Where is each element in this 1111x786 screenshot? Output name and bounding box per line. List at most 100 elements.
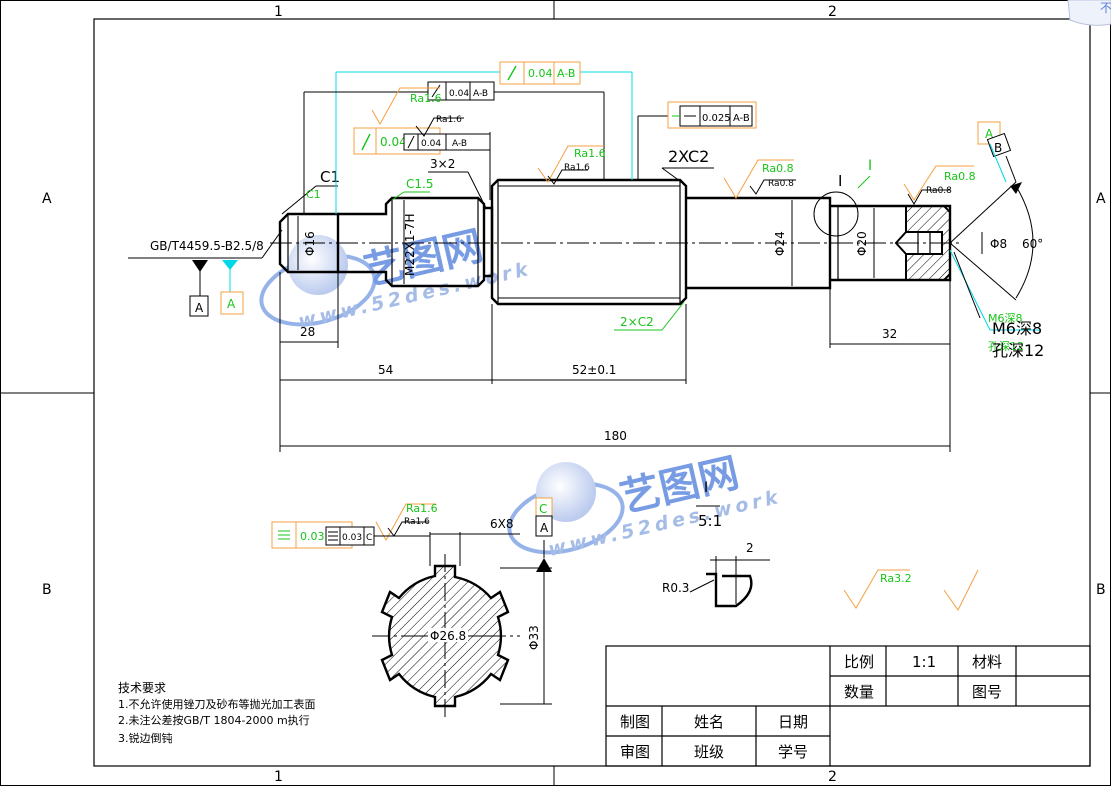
tb-date-label: 日期 — [778, 713, 808, 731]
runout-black-left-datum: A-B — [452, 139, 467, 149]
sym-black-value: 0.03 — [342, 533, 362, 543]
roughness-symbols — [371, 87, 979, 611]
section-dims — [429, 532, 552, 705]
ra08-right: Ra0.8 — [944, 170, 976, 183]
ra16-mid: Ra1.6 — [574, 147, 606, 160]
zone-row-a-right: A — [1096, 191, 1106, 207]
corner-mark: 不 — [1100, 1, 1111, 15]
zone-row-a-left: A — [42, 191, 52, 207]
tb-scale-value: 1:1 — [912, 653, 936, 671]
runout-black-top-datum: A-B — [473, 89, 488, 99]
straightness-datum: A-B — [733, 113, 750, 124]
zone-col2-top: 2 — [828, 4, 837, 20]
detail-scale: 5:1 — [698, 512, 722, 530]
chamfer-c15: C1.5 — [406, 177, 433, 191]
hole-leader — [949, 249, 1040, 331]
runout-green-value: 0.04 — [528, 67, 553, 80]
tb-class-label: 班级 — [694, 743, 724, 761]
detail-view: I 5:1 2 R0.3 — [662, 480, 770, 608]
ra08-right-small: Ra0.8 — [926, 186, 952, 196]
straightness-value: 0.025 — [702, 113, 731, 124]
frame-straightness: 0.025 A-B — [667, 101, 757, 129]
ra08-mid-small: Ra0.8 — [768, 179, 794, 189]
tech-item2: 2.未注公差按GB/T 1804-2000 m执行 — [118, 713, 310, 727]
tb-checker-label: 审图 — [620, 743, 650, 761]
tech-item1: 1.不允许使用锉刀及砂布等抛光加工表面 — [118, 697, 316, 711]
angle-dim — [949, 181, 1034, 301]
datum-triangle-black — [192, 260, 208, 272]
runout-black-top-value: 0.04 — [449, 89, 469, 99]
ra16-top: Ra1.6 — [410, 92, 442, 105]
chamfer-2xc2: 2XC2 — [668, 147, 709, 166]
detail-circle — [813, 191, 859, 237]
ra16-mid-small: Ra1.6 — [564, 163, 590, 173]
ra08-mid: Ra0.8 — [762, 162, 794, 175]
datum-a-green: A — [227, 297, 236, 311]
sym-green-value: 0.03 — [300, 530, 325, 543]
zone-labels: 1 2 1 2 A A B B — [42, 4, 1106, 785]
tb-material-label: 材料 — [972, 653, 1002, 671]
tb-scale-label: 比例 — [844, 653, 874, 671]
tech-requirements: 技术要求 1.不允许使用锉刀及砂布等抛光加工表面 2.未注公差按GB/T 180… — [118, 681, 316, 745]
runout-black-left-value: 0.04 — [421, 139, 441, 149]
hole-note-green2: 孔深12 — [988, 340, 1024, 353]
thread-label: M22X1-7H — [403, 214, 417, 276]
ra16-top-small: Ra1.6 — [436, 115, 462, 125]
dim-28: 28 — [300, 325, 315, 339]
datum-triangle-cyan — [222, 260, 238, 270]
dim-180: 180 — [604, 429, 627, 443]
zone-row-b-left: B — [42, 582, 52, 598]
tb-drafter-label: 制图 — [620, 713, 650, 731]
tb-name-label: 姓名 — [694, 713, 724, 731]
sym-black-datum: C — [366, 533, 372, 543]
frame-symmetry: 0.03 0.03 C — [271, 521, 430, 549]
diam-33-label: Φ33 — [527, 625, 541, 650]
zone-row-b-right: B — [1096, 582, 1106, 598]
ra32: Ra3.2 — [880, 572, 912, 585]
tb-quantity-label: 数量 — [844, 683, 874, 701]
hole-note-green1: M6深8 — [988, 312, 1023, 325]
diam-268-label: Φ26.8 — [430, 629, 466, 643]
tech-item3: 3.锐边倒钝 — [118, 731, 173, 745]
angle-arrow-top — [1010, 182, 1022, 194]
ra16-section: Ra1.6 — [406, 502, 438, 515]
zone-col2-bottom: 2 — [828, 769, 837, 785]
diam-20-label: Φ20 — [855, 231, 869, 256]
section-datum-triangle — [536, 558, 552, 572]
spline-label: 6X8 — [490, 517, 514, 531]
datum-a-top: A — [985, 127, 994, 141]
title-block — [605, 645, 1091, 767]
datum-a-black: A — [195, 301, 204, 315]
chamfer-c1-green: C1 — [306, 188, 321, 201]
dim-54: 54 — [378, 363, 393, 377]
frame-leaders — [303, 71, 680, 214]
datum-b-marker: A B — [977, 121, 1017, 183]
corner-tab[interactable]: 不 — [1067, 0, 1111, 26]
standard-note: GB/T4459.5-B2.5/8 — [150, 239, 264, 253]
chamfer-leaders — [281, 167, 714, 331]
datum-b: B — [994, 141, 1002, 155]
zone-col1-bottom: 1 — [274, 769, 283, 785]
frame-runout-green: 0.04 A-B — [499, 61, 581, 85]
dim-32: 32 — [882, 327, 897, 341]
chamfer-2xc2-bottom: 2×C2 — [620, 315, 654, 329]
datum-a-section: A — [540, 521, 549, 535]
tb-student-no-label: 学号 — [778, 743, 808, 761]
hole-note-black1: M6深8 — [992, 319, 1042, 338]
ra16-section-small: Ra1.6 — [404, 517, 430, 527]
diam-16-label: Φ16 — [303, 231, 317, 256]
detail-radius: R0.3 — [662, 581, 689, 595]
thread-lines — [498, 185, 680, 299]
hole-note-black2: 孔深12 — [992, 341, 1044, 360]
frame-runout-black-top: 0.04 A-B — [427, 81, 495, 101]
detail-label: I — [704, 480, 708, 496]
diam-24-label: Φ24 — [773, 231, 787, 256]
datum-c: C — [539, 502, 547, 516]
datum-c-marker: C A — [535, 497, 553, 537]
runout-green-datum: A-B — [557, 67, 575, 80]
zone-col1-top: 1 — [274, 4, 283, 20]
frame-runout-black-left: 0.04 A-B — [403, 133, 491, 151]
detail-dim-2: 2 — [746, 541, 754, 555]
